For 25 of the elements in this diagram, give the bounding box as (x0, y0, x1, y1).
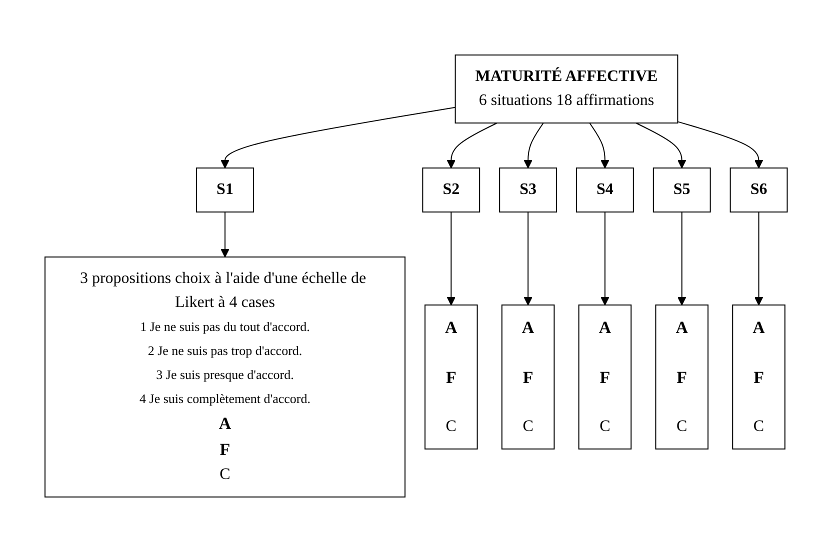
node-box: A F C (424, 304, 478, 450)
arrow (220, 212, 230, 258)
node-box: A F C (655, 304, 708, 450)
node-box: MATURITÉ AFFECTIVE 6 situations 18 affirmations (454, 54, 678, 124)
node-box: A F C (578, 304, 632, 450)
arrow (524, 122, 544, 168)
node-box: S3 (498, 168, 557, 212)
node-box: S6 (730, 168, 788, 212)
arrow (754, 212, 764, 306)
arrow (600, 212, 610, 306)
arrow (677, 121, 764, 168)
arrow (635, 122, 686, 168)
node-box: S2 (422, 168, 480, 212)
node-box: A F C (501, 304, 555, 450)
arrow (677, 212, 686, 306)
arrow (589, 122, 610, 168)
arrow (446, 122, 498, 168)
node-box: 3 propositions choix à l'aide d'une échelle de Likert à 4 cases 1 Je ne suis pas du tout d'accord. 2 Je ne suis pas trop d'accord. 3 Je suis presque d'accord. 4 Je suis complètement d'accord. A F C (44, 256, 406, 498)
node-box: S1 (196, 168, 254, 212)
arrow (220, 106, 456, 168)
arrow (524, 212, 532, 306)
arrow (446, 212, 456, 306)
node-box: A F C (732, 304, 786, 450)
node-box: S5 (652, 168, 711, 212)
node-box: S4 (576, 168, 634, 212)
